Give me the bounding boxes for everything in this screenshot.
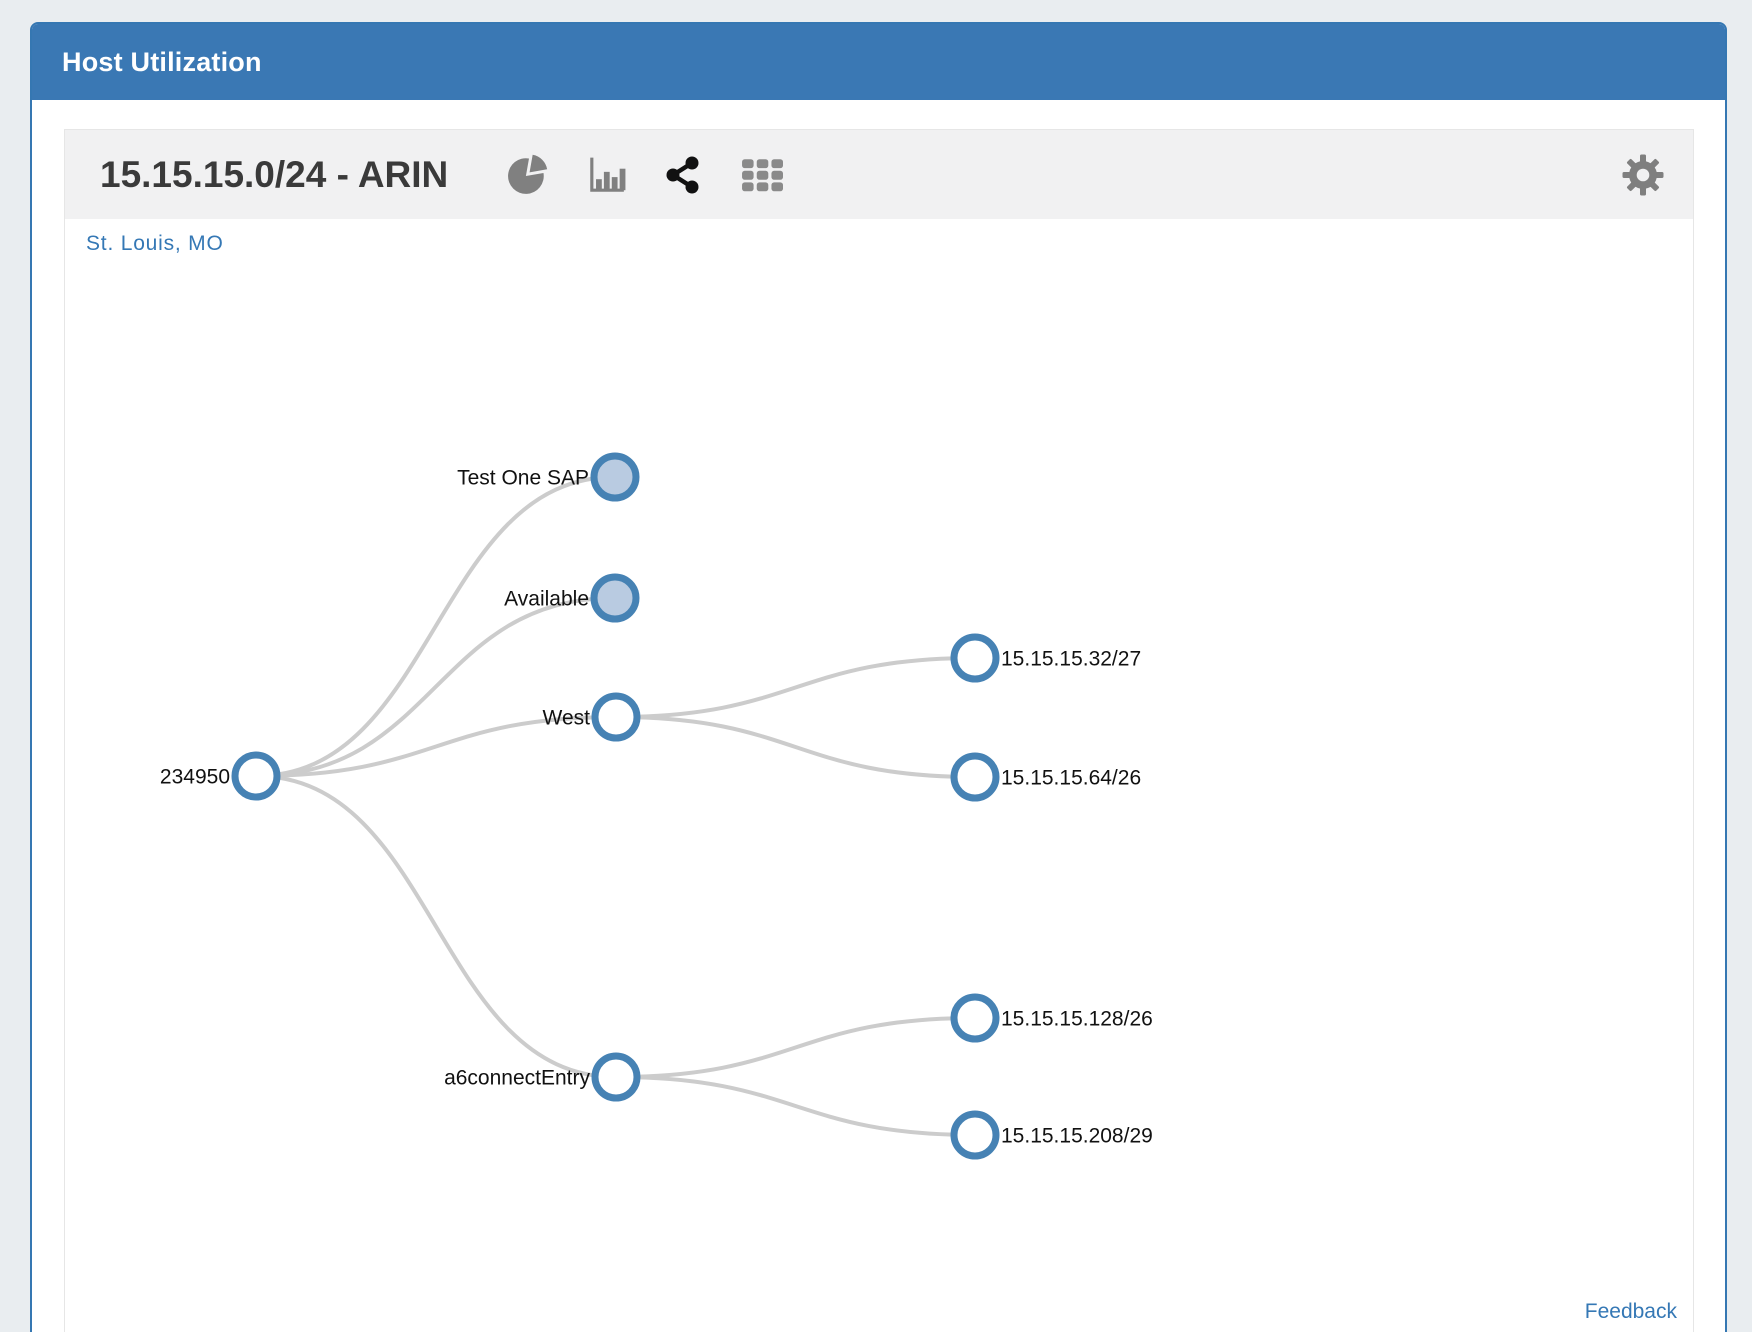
tree-link xyxy=(255,774,617,1079)
subnet-panel: 15.15.15.0/24 - ARIN xyxy=(64,129,1694,1332)
feedback-link[interactable]: Feedback xyxy=(1584,1300,1677,1323)
tree-node-label: West xyxy=(543,707,591,730)
bar-chart-icon[interactable] xyxy=(584,153,628,197)
subnet-title: 15.15.15.0/24 - ARIN xyxy=(100,153,449,195)
location-link[interactable]: St. Louis, MO xyxy=(86,232,224,255)
host-utilization-window: Host Utilization 15.15.15.0/24 - ARIN xyxy=(30,22,1727,1332)
tree-link xyxy=(615,715,976,779)
tree-node-label: 15.15.15.208/29 xyxy=(1001,1125,1153,1148)
tree-node-n32[interactable] xyxy=(950,633,1000,683)
tree-node-label: 234950 xyxy=(160,766,230,789)
tree-link xyxy=(615,1016,976,1079)
subnet-panel-header: 15.15.15.0/24 - ARIN xyxy=(65,130,1693,219)
window-title: Host Utilization xyxy=(62,46,262,77)
pie-chart-icon[interactable] xyxy=(506,153,550,197)
tree-node-available[interactable] xyxy=(590,573,640,623)
tree-node-label: 15.15.15.32/27 xyxy=(1001,648,1141,671)
tree-node-label: a6connectEntry xyxy=(444,1067,590,1090)
window-titlebar: Host Utilization xyxy=(32,24,1725,100)
tree-node-label: 15.15.15.128/26 xyxy=(1001,1008,1153,1031)
gear-icon[interactable] xyxy=(1621,153,1665,197)
tree-link xyxy=(615,1075,976,1137)
tree-node-testone[interactable] xyxy=(590,452,640,502)
tree-node-label: Available xyxy=(504,588,589,611)
tree-link xyxy=(255,475,616,778)
tree-node-west[interactable] xyxy=(591,692,641,742)
window-body: 15.15.15.0/24 - ARIN xyxy=(32,100,1725,1332)
view-toolbar xyxy=(506,153,784,197)
tree-node-root[interactable] xyxy=(231,751,281,801)
tree-node-n64[interactable] xyxy=(950,752,1000,802)
tree-link xyxy=(255,715,617,778)
tree-link xyxy=(255,596,616,778)
tree-node-label: Test One SAP xyxy=(457,467,589,490)
tree-node-n208[interactable] xyxy=(950,1110,1000,1160)
tree-node-a6connect[interactable] xyxy=(591,1052,641,1102)
subnet-panel-body: St. Louis, MO 234950 Test One SAP Availabl… xyxy=(65,219,1693,1332)
grid-icon[interactable] xyxy=(740,153,784,197)
share-icon[interactable] xyxy=(662,153,706,197)
tree-node-label: 15.15.15.64/26 xyxy=(1001,767,1141,790)
tree-link xyxy=(615,656,976,719)
tree-node-n128[interactable] xyxy=(950,993,1000,1043)
